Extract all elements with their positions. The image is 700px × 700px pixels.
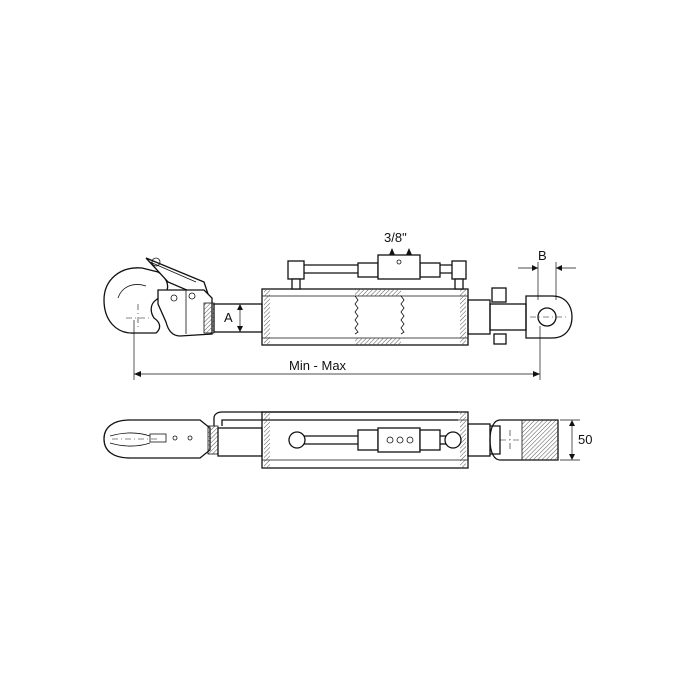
- dimension-b-label: B: [538, 248, 547, 263]
- length-label: Min - Max: [289, 358, 347, 373]
- side-view: A B 3/8" Min - Max: [103, 230, 576, 380]
- width-label: 50: [578, 432, 592, 447]
- dimension-a-label: A: [224, 310, 233, 325]
- hook-end: [103, 257, 215, 337]
- port-size-callout: 3/8": [384, 230, 412, 255]
- eye-end: [467, 287, 573, 345]
- port-block: [377, 254, 421, 280]
- length-dimension: Min - Max: [133, 320, 541, 380]
- cylinder-body: [261, 288, 469, 346]
- dimension-b: B: [518, 248, 576, 300]
- dimension-a: A: [222, 303, 250, 333]
- width-dimension: 50: [560, 419, 592, 461]
- top-hook-end: [103, 419, 219, 459]
- top-eye-end: [467, 419, 559, 461]
- port-size-label: 3/8": [384, 230, 407, 245]
- top-cylinder-body: [261, 411, 469, 469]
- top-view: 50: [103, 411, 592, 469]
- hydraulic-pipe: [287, 254, 467, 290]
